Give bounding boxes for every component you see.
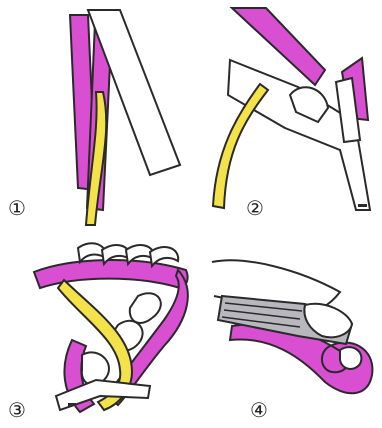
step-3-number: ③ [8, 400, 26, 420]
panel-2-fold [213, 8, 370, 210]
panel-4-press [212, 260, 372, 393]
step-1-number: ① [8, 198, 26, 218]
panel-1-strips [70, 10, 180, 225]
step-4-number: ④ [250, 400, 268, 420]
step-2-number: ② [246, 198, 264, 218]
panel-3-braid [34, 243, 188, 412]
